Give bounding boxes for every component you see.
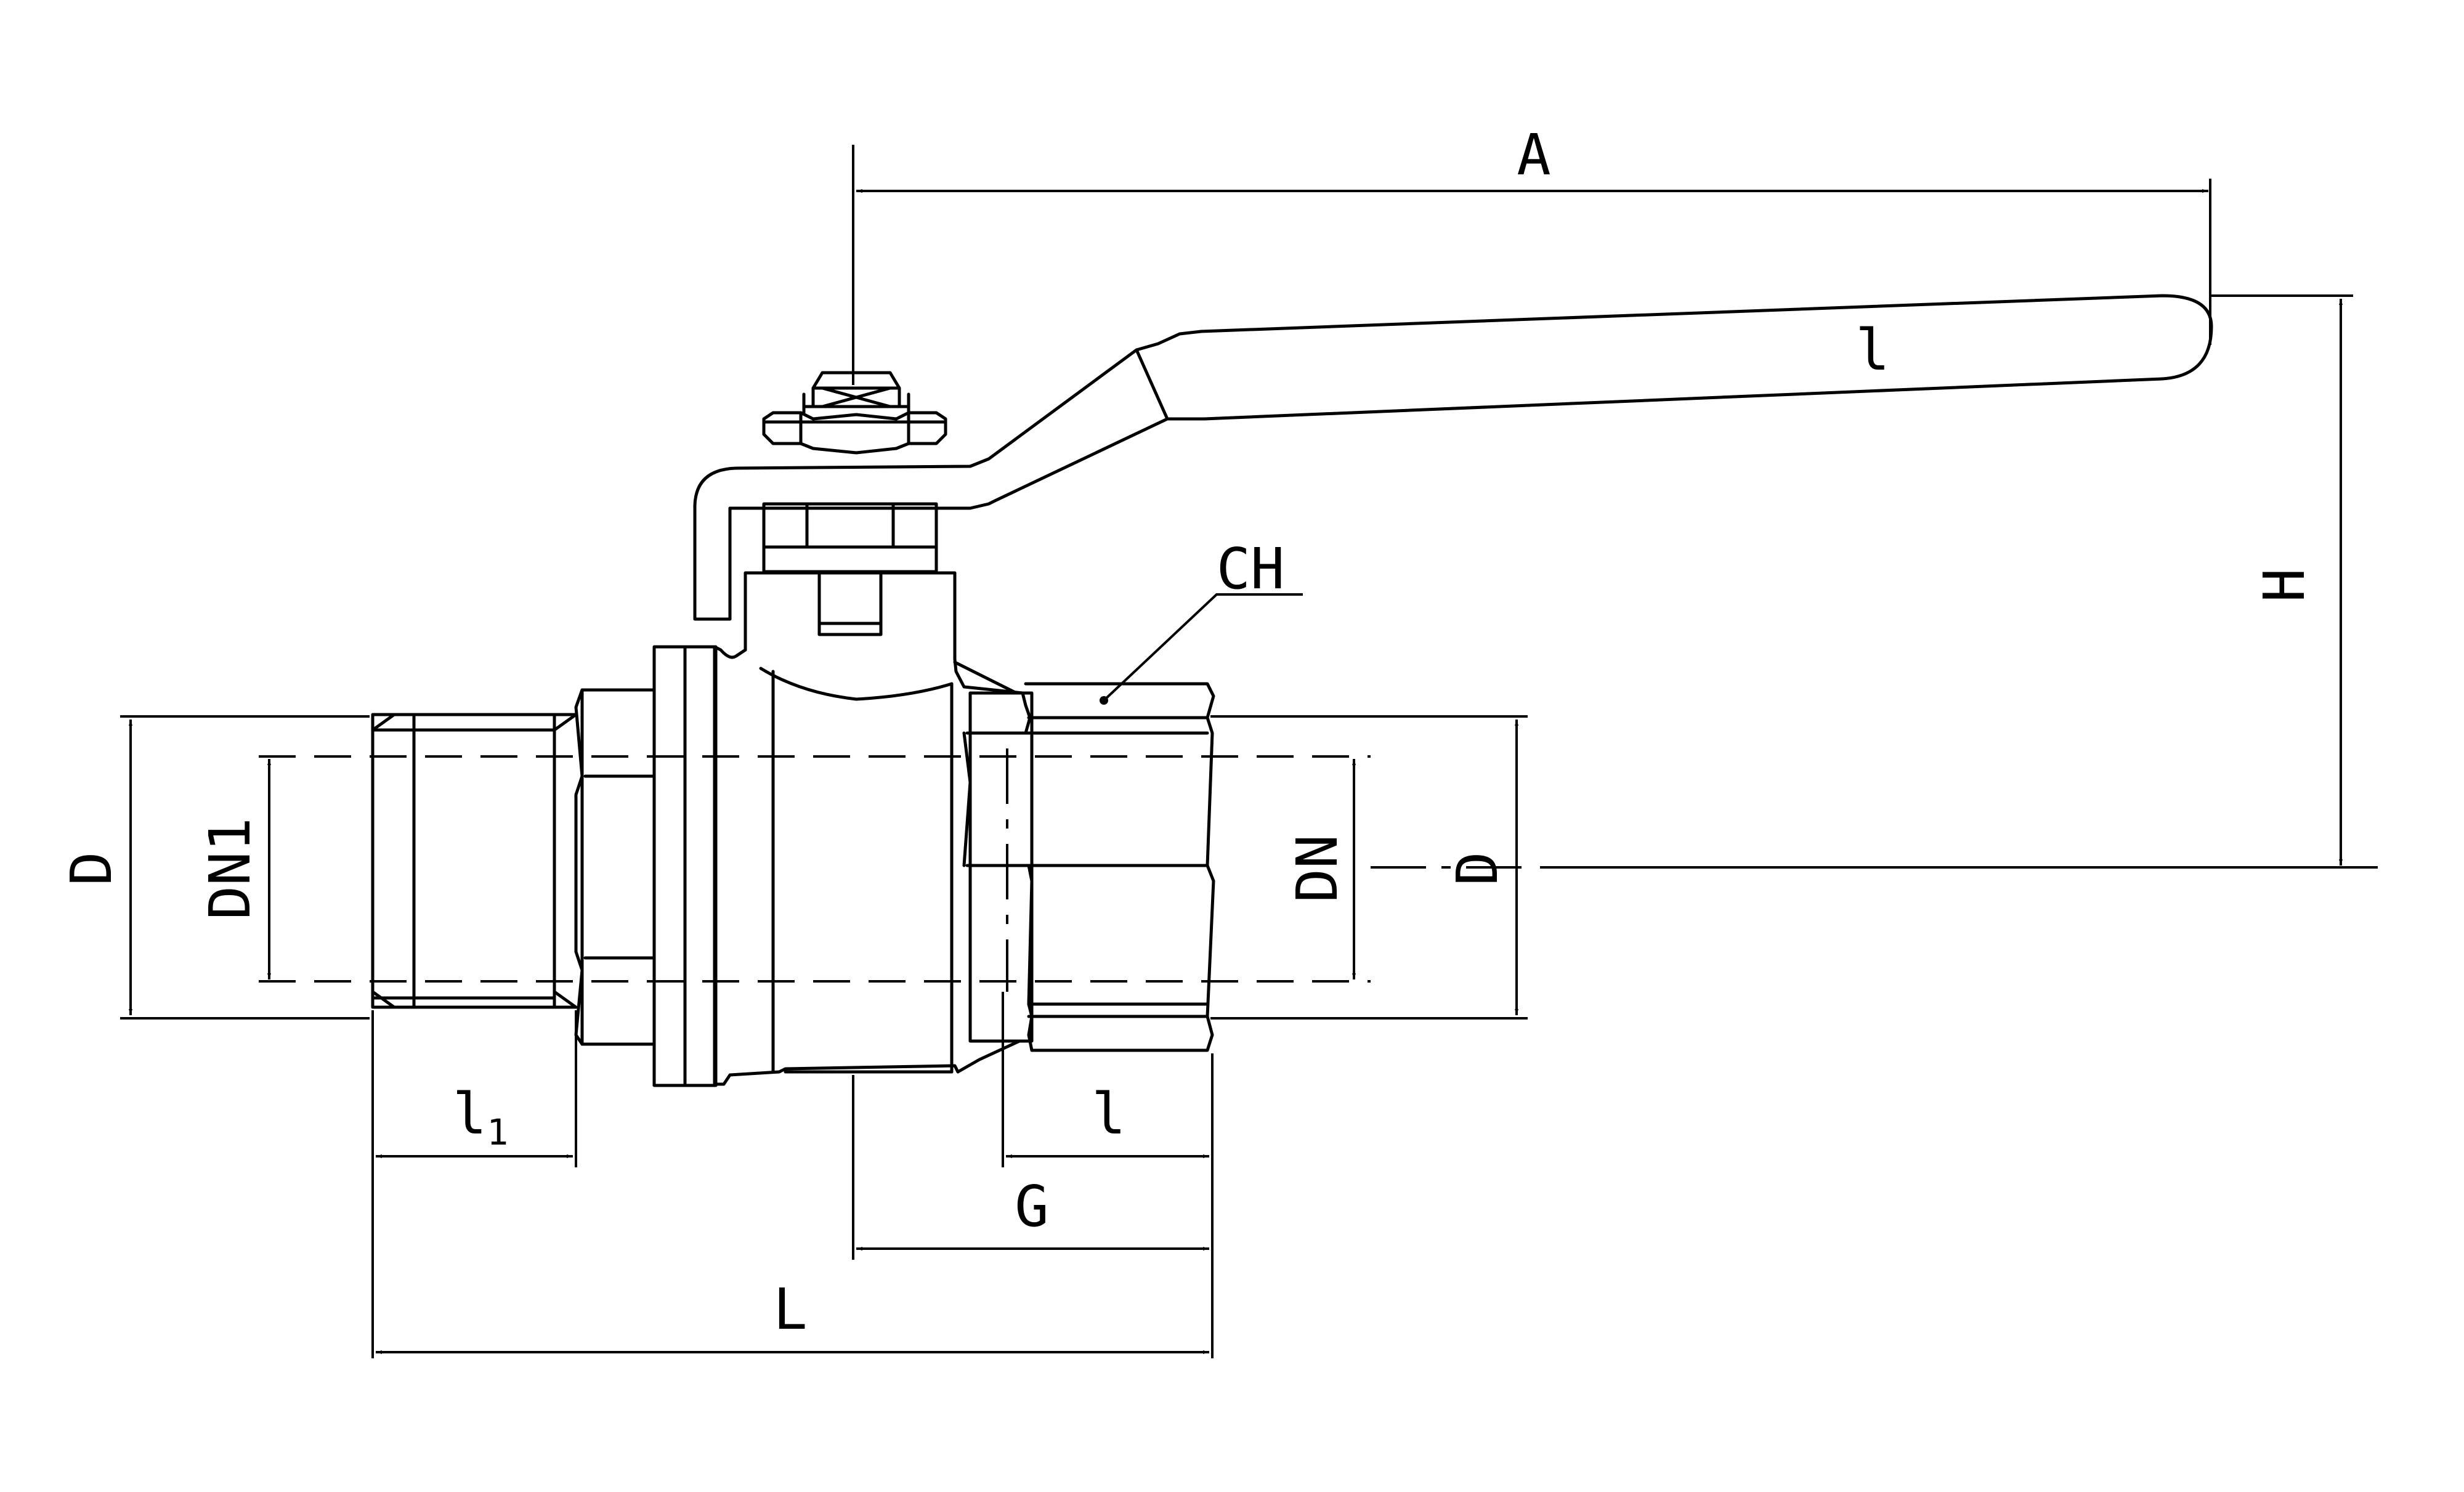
ch-leader (1103, 593, 1303, 702)
dimension-lines (129, 189, 2343, 1354)
label-H: H (2251, 568, 2317, 602)
label-l1-sub: 1 (487, 1111, 508, 1153)
label-l1: l1 (453, 1081, 508, 1153)
extension-lines (120, 145, 2353, 1358)
label-CH: CH (1217, 536, 1285, 602)
label-DN1: DN1 (197, 817, 263, 920)
label-DN: DN (1284, 835, 1350, 903)
dimension-labels: A l CH H D DN1 DN D l1 l G L (59, 122, 2317, 1342)
ch-leader-dot (1100, 696, 1108, 705)
valve-body (713, 645, 1027, 1086)
label-D-left: D (59, 851, 124, 885)
right-female-end (962, 682, 1215, 1052)
stem-nut (762, 371, 947, 455)
label-l-handle: l (1855, 317, 1889, 383)
label-A: A (1517, 122, 1550, 188)
left-flange (574, 645, 718, 1087)
left-threaded-end (371, 713, 578, 1009)
label-l: l (1092, 1081, 1125, 1147)
label-l1-main: l (453, 1081, 487, 1147)
label-D-right: D (1445, 851, 1510, 885)
hidden-lines (259, 748, 2378, 992)
label-G: G (1015, 1174, 1048, 1239)
stem-packing (744, 502, 957, 661)
label-L: L (773, 1276, 807, 1342)
